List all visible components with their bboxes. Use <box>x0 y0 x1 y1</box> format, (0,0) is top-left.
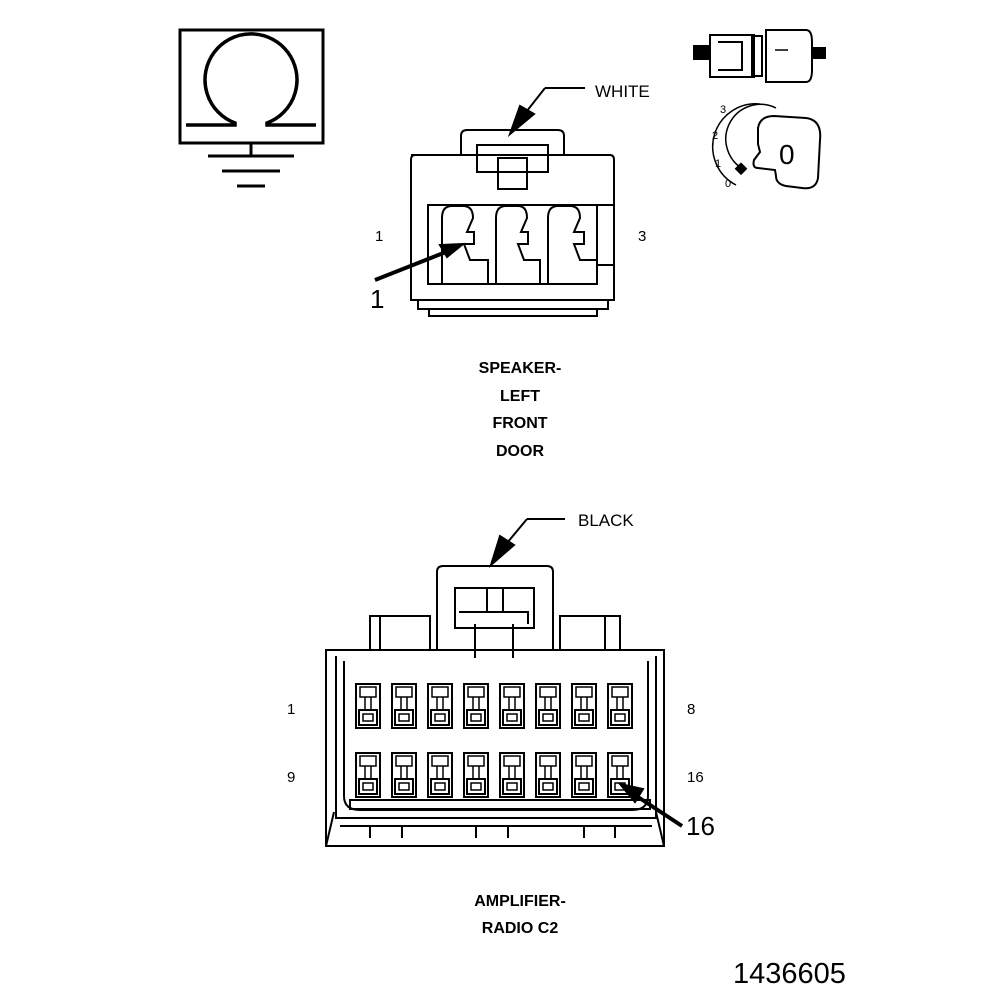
switch-position-2: 2 <box>712 130 719 142</box>
speaker-callout-1: 1 <box>370 284 385 314</box>
connector-color-black: BLACK <box>578 511 634 530</box>
connector-disconnect-icon <box>693 29 826 83</box>
figure-number: 1436605 <box>733 958 846 990</box>
amp-pin-16-label: 16 <box>687 769 704 786</box>
amp-title-line-1: AMPLIFIER- <box>474 893 566 910</box>
speaker-pin-1-label: 1 <box>375 228 384 245</box>
amp-title-line-2: RADIO C2 <box>481 920 559 937</box>
speaker-pin-3-label: 3 <box>638 228 647 245</box>
amp-pin-1-label: 1 <box>287 701 296 718</box>
switch-position-1: 1 <box>715 158 722 170</box>
ignition-switch-icon <box>711 103 822 190</box>
amplifier-connector-drawing <box>325 518 684 847</box>
amp-pin-9-label: 9 <box>287 769 296 786</box>
switch-key-position: 0 <box>779 139 795 170</box>
amp-pin-8-label: 8 <box>687 701 696 718</box>
switch-position-3: 3 <box>720 104 727 116</box>
switch-position-0: 0 <box>725 178 732 190</box>
ohmmeter-ground-icon <box>178 28 325 188</box>
amp-callout-16: 16 <box>686 811 715 841</box>
speaker-title-line-1: SPEAKER- <box>478 360 562 377</box>
speaker-title-line-3: FRONT <box>492 415 548 432</box>
speaker-title-line-4: DOOR <box>496 443 544 460</box>
speaker-connector-drawing <box>374 87 615 317</box>
speaker-title-line-2: LEFT <box>500 388 540 405</box>
connector-color-white: WHITE <box>595 82 650 101</box>
